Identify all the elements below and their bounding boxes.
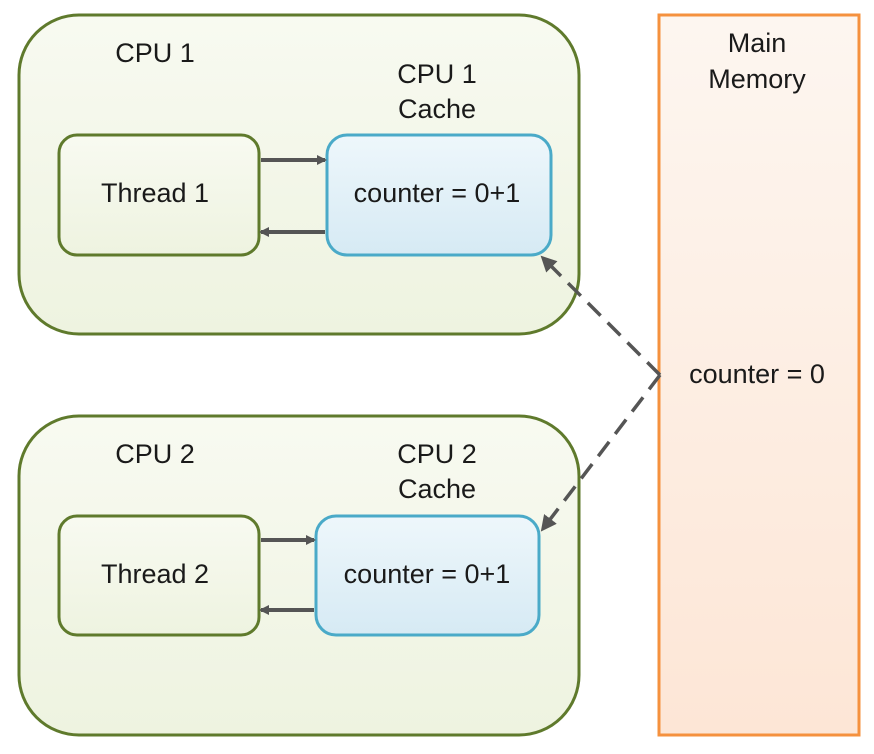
thread2-label: Thread 2 [101, 559, 209, 589]
cpu2-cache-label-line2: Cache [398, 474, 476, 504]
cpu2-cache-box: counter = 0+1 [314, 514, 541, 637]
thread1-label: Thread 1 [101, 178, 209, 208]
cpu2-box: CPU 2 CPU 2 Cache Thread 2 counter = 0+1 [17, 414, 581, 737]
cpu1-cache-label-line2: Cache [398, 94, 476, 124]
cpu1-box: CPU 1 CPU 1 Cache Thread 1 counter = 0+1 [17, 13, 581, 336]
memory-value: counter = 0 [689, 359, 825, 389]
thread2-box: Thread 2 [57, 514, 261, 637]
cpu2-cache-label-line1: CPU 2 [397, 439, 477, 469]
cpu1-label: CPU 1 [115, 38, 195, 68]
memory-label-line2: Memory [708, 64, 806, 94]
cpu1-cache-value: counter = 0+1 [354, 178, 521, 208]
cpu1-cache-label-line1: CPU 1 [397, 59, 477, 89]
memory-label-line1: Main [728, 28, 787, 58]
cpu2-cache-value: counter = 0+1 [344, 559, 511, 589]
memory-to-cache2-dashed-arrow [540, 373, 662, 532]
thread1-box: Thread 1 [57, 133, 261, 257]
cpu1-cache-box: counter = 0+1 [325, 133, 553, 257]
cpu2-label: CPU 2 [115, 439, 195, 469]
main-memory: Main Memory counter = 0 [657, 13, 861, 737]
